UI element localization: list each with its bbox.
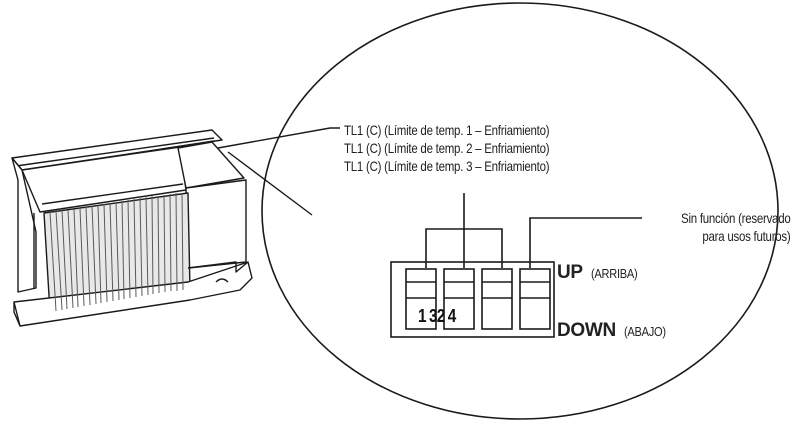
reserved-line-1: Sin función (reservado (680, 210, 791, 226)
ac-unit-illustration (11, 129, 253, 327)
tl3-line: TL1 (C) (Límite de temp. 3 – Enfriamient… (344, 158, 550, 174)
reserved-line-2: para usos futuros) (701, 228, 790, 244)
grille-slats (49, 192, 184, 312)
callout-lines (217, 127, 340, 216)
up-translation: (ARRIBA) (590, 266, 638, 281)
dip-switch-1 (405, 268, 437, 330)
down-translation: (ABAJO) (623, 324, 666, 339)
magnify-circle (261, 2, 779, 420)
dip-switch-4 (519, 268, 551, 330)
dip-switches (405, 268, 551, 330)
up-label-group: UP (ARRIBA) (557, 262, 645, 284)
up-label: UP (557, 262, 583, 283)
tl2-line: TL1 (C) (Límite de temp. 2 – Enfriamient… (344, 140, 550, 156)
down-label-group: DOWN (ABAJO) (557, 320, 673, 342)
leader-lines (425, 193, 642, 268)
down-label: DOWN (557, 320, 616, 341)
switch-numbers: 1 32 4 (418, 306, 456, 326)
callout-tl-list: TL1 (C) (Límite de temp. 1 – Enfriamient… (344, 121, 550, 175)
tl1-line: TL1 (C) (Límite de temp. 1 – Enfriamient… (344, 122, 550, 138)
dip-switch-housing (390, 261, 555, 338)
reserved-note: Sin función (reservado para usos futuros… (680, 209, 791, 245)
dip-switch-2 (443, 268, 475, 330)
dip-switch-3 (481, 268, 513, 330)
